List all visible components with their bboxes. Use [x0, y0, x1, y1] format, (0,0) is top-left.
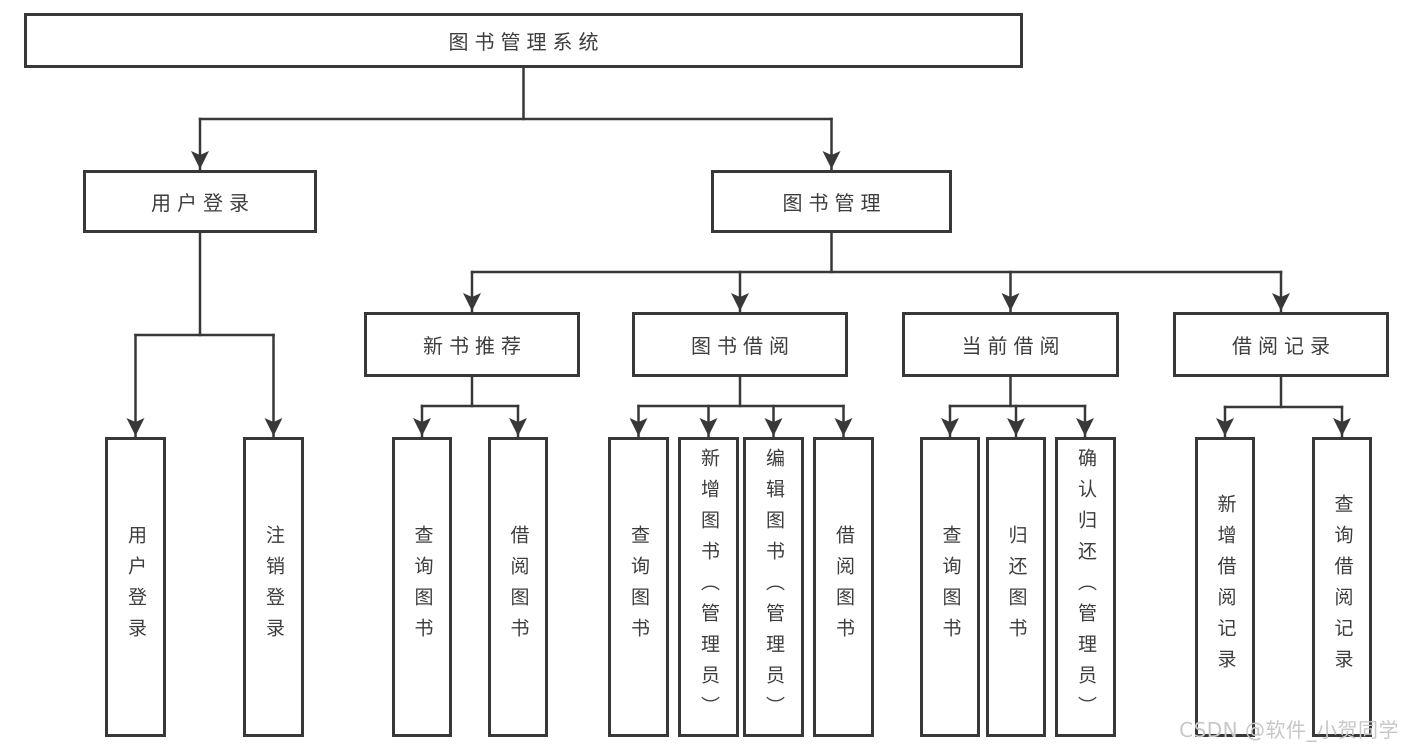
node-library-system: 图书管理系统: [24, 13, 1023, 68]
node-book-borrow: 图书借阅: [632, 312, 848, 377]
leaf-add-books-admin: 新增图书（管理员）: [678, 437, 739, 737]
leaf-user-login: 用户登录: [105, 437, 166, 737]
node-user-login: 用户登录: [83, 170, 317, 233]
leaf-logout: 注销登录: [243, 437, 304, 737]
node-current-borrow: 当前借阅: [902, 312, 1119, 377]
node-borrow-records: 借阅记录: [1173, 312, 1389, 377]
leaf-query-borrow-record: 查询借阅记录: [1312, 437, 1372, 737]
leaf-add-borrow-record: 新增借阅记录: [1195, 437, 1255, 737]
leaf-confirm-return-admin: 确认归还（管理员）: [1055, 437, 1116, 737]
node-book-management: 图书管理: [711, 170, 952, 233]
leaf-query-books-borrow: 查询图书: [608, 437, 669, 737]
leaf-borrow-books-recommend: 借阅图书: [488, 437, 548, 737]
node-new-book-recommend: 新书推荐: [364, 312, 580, 377]
leaf-borrow-books: 借阅图书: [813, 437, 874, 737]
leaf-query-books-current: 查询图书: [920, 437, 980, 737]
csdn-watermark: CSDN @软件_小贺同学: [1179, 718, 1399, 742]
leaf-query-books-recommend: 查询图书: [392, 437, 452, 737]
leaf-edit-books-admin: 编辑图书（管理员）: [743, 437, 804, 737]
leaf-return-books: 归还图书: [986, 437, 1046, 737]
